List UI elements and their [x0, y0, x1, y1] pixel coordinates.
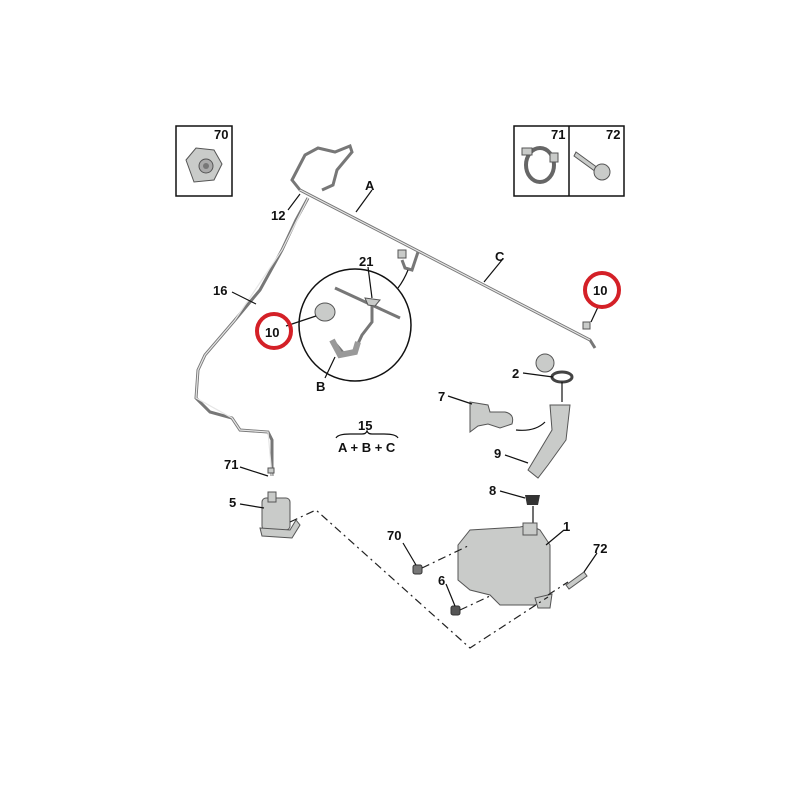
highlight-circle-10-left: [255, 312, 293, 350]
inset-label-72: 72: [606, 127, 620, 142]
callout-B: B: [316, 379, 325, 394]
bolt-icon: [573, 151, 611, 181]
callout-8: 8: [489, 483, 496, 498]
callout-7: 7: [438, 389, 445, 404]
hose-assembly: [194, 144, 597, 477]
kit-formula: A + B + C: [338, 440, 396, 455]
callout-10-right: 10: [593, 283, 607, 298]
inset-label-71: 71: [551, 127, 565, 142]
nozzle-right: [582, 321, 591, 330]
callout-A: A: [365, 178, 375, 193]
inset-box-71-72: 71 72: [513, 125, 625, 197]
callout-70: 70: [387, 528, 401, 543]
callout-labels: 12 A C 21 16 B 10 10 2 7 9 8 71 5 70 1 7…: [213, 178, 607, 588]
callout-72: 72: [593, 541, 607, 556]
kit-label: 15 A + B + C: [335, 418, 399, 455]
leader-lines: [231, 189, 599, 607]
callout-10-left: 10: [265, 325, 279, 340]
callout-9: 9: [494, 446, 501, 461]
washer-reservoir: [412, 522, 588, 616]
filler-parts: [469, 353, 574, 525]
washer-pump: [259, 467, 301, 539]
callout-2: 2: [512, 366, 519, 381]
callout-5: 5: [229, 495, 236, 510]
hose-clamp-icon: [521, 146, 559, 184]
flange-nut-icon: [185, 147, 223, 183]
callout-12: 12: [271, 208, 285, 223]
washer-nozzle: [314, 302, 336, 322]
highlight-circle-10-right: [583, 271, 621, 309]
callout-21: 21: [359, 254, 373, 269]
callout-C: C: [495, 249, 505, 264]
detail-circle: [298, 268, 412, 382]
callout-1: 1: [563, 519, 570, 534]
inset-label-70: 70: [214, 127, 228, 142]
inset-box-70: 70: [175, 125, 233, 197]
callout-6: 6: [438, 573, 445, 588]
routing-dashed-line: [289, 509, 549, 649]
callout-71: 71: [224, 457, 238, 472]
kit-number: 15: [358, 418, 372, 433]
callout-16: 16: [213, 283, 227, 298]
